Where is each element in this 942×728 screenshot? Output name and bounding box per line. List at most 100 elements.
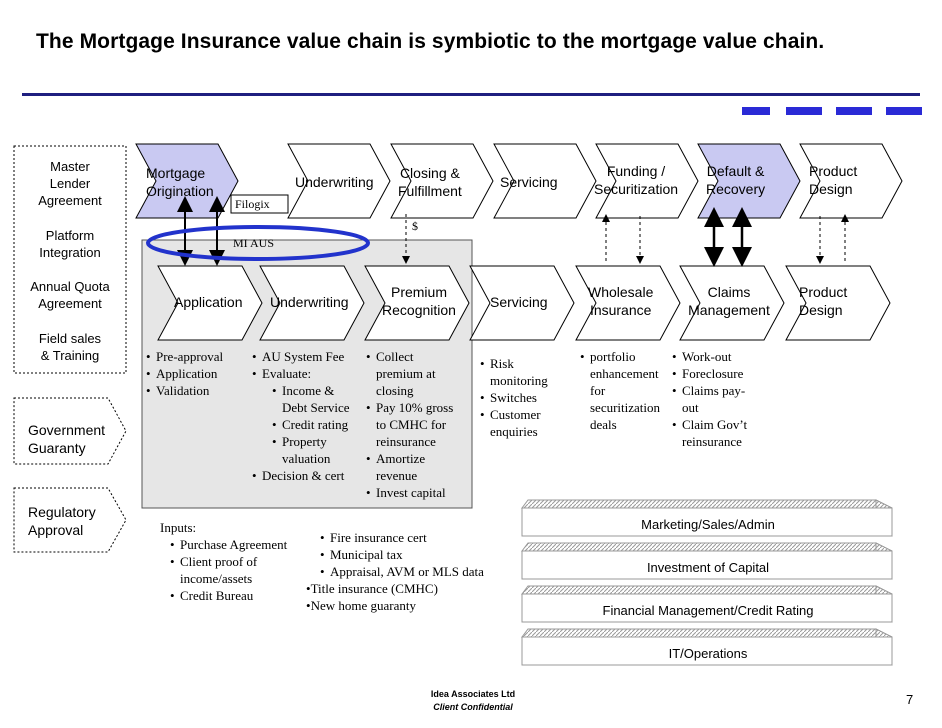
left-label-box — [13, 145, 127, 374]
title-rule — [22, 93, 920, 96]
list-item: Decision & cert — [252, 467, 364, 484]
support-bar-label: IT/Operations — [668, 646, 748, 661]
list-item: Application — [146, 365, 246, 382]
filogix-label: Filogix — [235, 197, 270, 211]
premium-bullets: Collect premium at closing Pay 10% gross… — [366, 348, 470, 501]
wholesale-bullets: portfolio enhancement for securitization… — [580, 348, 674, 433]
default-recovery-label: Default &Recovery — [706, 163, 766, 197]
list-item: income/assets — [180, 571, 253, 586]
mi-chain-chevron — [157, 265, 263, 341]
list-item: Evaluate: — [252, 365, 364, 382]
list-item: Claim Gov’t — [672, 416, 782, 433]
list-item: valuation — [282, 451, 331, 466]
annual-quota-agreement-label: Annual Quota Agreement — [30, 279, 110, 311]
field-sales-training-label: Field sales & Training — [38, 331, 102, 363]
underwriting-top-label: Underwriting — [295, 174, 374, 190]
list-item: Credit Bureau — [170, 587, 310, 604]
mi-chain-chevron — [259, 265, 365, 341]
list-item: premium at — [376, 366, 436, 381]
list-item: Appraisal, AVM or MLS data — [320, 563, 520, 580]
list-item: Risk — [480, 355, 570, 372]
list-item: Pay 10% gross — [366, 399, 470, 416]
servicing-bottom-label: Servicing — [490, 294, 548, 310]
list-item: for — [590, 383, 606, 398]
deco-bar-1 — [742, 107, 770, 115]
page-title: The Mortgage Insurance value chain is sy… — [36, 30, 825, 53]
list-item: enquiries — [490, 424, 538, 439]
inputs-list-3: •Title insurance (CMHC) •New home guaran… — [306, 580, 438, 614]
support-bar-label: Investment of Capital — [646, 560, 770, 575]
list-item: Foreclosure — [672, 365, 782, 382]
platform-integration-label: Platform Integration — [39, 228, 101, 260]
dollar-label: $ — [412, 219, 418, 233]
deco-bar-4 — [886, 107, 922, 115]
support-bar — [521, 636, 893, 666]
mi-chain-chevron — [785, 265, 891, 341]
inputs-list: Purchase Agreement Client proof of incom… — [170, 536, 310, 604]
support-bar-label: Financial Management/Credit Rating — [602, 603, 814, 618]
support-bar-top — [521, 628, 893, 638]
footer-confidential: Client Confidential — [433, 702, 513, 712]
list-item: Amortize — [366, 450, 470, 467]
page-number: 7 — [906, 692, 914, 707]
mortgage-chain-chevron — [697, 143, 801, 219]
list-item: out — [682, 400, 699, 415]
list-item: Fire insurance cert — [320, 529, 520, 546]
deco-bar-3 — [836, 107, 872, 115]
list-item: Work-out — [672, 348, 782, 365]
footer-company: Idea Associates Ltd — [430, 689, 516, 699]
underwriting-bullets: AU System Fee Evaluate: Income & Debt Se… — [252, 348, 364, 484]
list-item: reinsurance — [682, 434, 742, 449]
funding-securitization-label: Funding /Securitization — [594, 163, 679, 197]
regulatory-approval-box — [13, 487, 127, 553]
list-item: Invest capital — [366, 484, 470, 501]
list-item: Purchase Agreement — [170, 536, 310, 553]
servicing-top-label: Servicing — [500, 174, 558, 190]
list-item: Customer — [480, 406, 570, 423]
list-item: to CMHC for — [376, 417, 447, 432]
list-item: enhancement — [590, 366, 659, 381]
closing-fulfillment-label: Closing &Fulfillment — [398, 165, 462, 199]
claims-bullets: Work-out Foreclosure Claims pay- out Cla… — [672, 348, 782, 450]
mi-chain-chevron — [364, 265, 470, 341]
list-item: Pre-approval — [146, 348, 246, 365]
inputs-list-2: Fire insurance cert Municipal tax Apprai… — [320, 529, 520, 580]
support-bar-top — [521, 499, 893, 509]
list-item: portfolio — [580, 348, 674, 365]
list-item: AU System Fee — [252, 348, 364, 365]
mortgage-chain-chevron — [595, 143, 699, 219]
mi-chain-chevron — [679, 265, 785, 341]
inputs-heading: Inputs: — [160, 520, 197, 535]
list-item: Municipal tax — [320, 546, 520, 563]
list-item: deals — [590, 417, 617, 432]
mortgage-chain-chevron — [493, 143, 597, 219]
list-item: Collect — [366, 348, 470, 365]
regulatory-approval-label: Regulatory Approval — [28, 504, 96, 538]
government-guaranty-box — [13, 397, 127, 465]
mi-chain — [157, 265, 891, 341]
list-item: Property — [252, 433, 364, 450]
government-guaranty-label: Government Guaranty — [28, 422, 106, 456]
list-item: closing — [376, 383, 414, 398]
mi-aus-ellipse — [146, 225, 370, 261]
list-item: Claims pay- — [672, 382, 782, 399]
application-bullets: Pre-approval Application Validation — [146, 348, 246, 399]
filogix-box — [230, 194, 289, 214]
mi-chain-chevron — [469, 265, 575, 341]
list-item: revenue — [376, 468, 418, 483]
list-item: securitization — [590, 400, 661, 415]
application-label: Application — [174, 294, 243, 310]
support-bar-top — [521, 542, 893, 552]
underwriting-bottom-label: Underwriting — [270, 294, 349, 310]
master-lender-agreement-label: Master Lender Agreement — [38, 159, 102, 208]
support-functions — [521, 499, 893, 666]
list-item: monitoring — [490, 373, 548, 388]
list-item: Credit rating — [252, 416, 364, 433]
deco-bar-2 — [786, 107, 822, 115]
